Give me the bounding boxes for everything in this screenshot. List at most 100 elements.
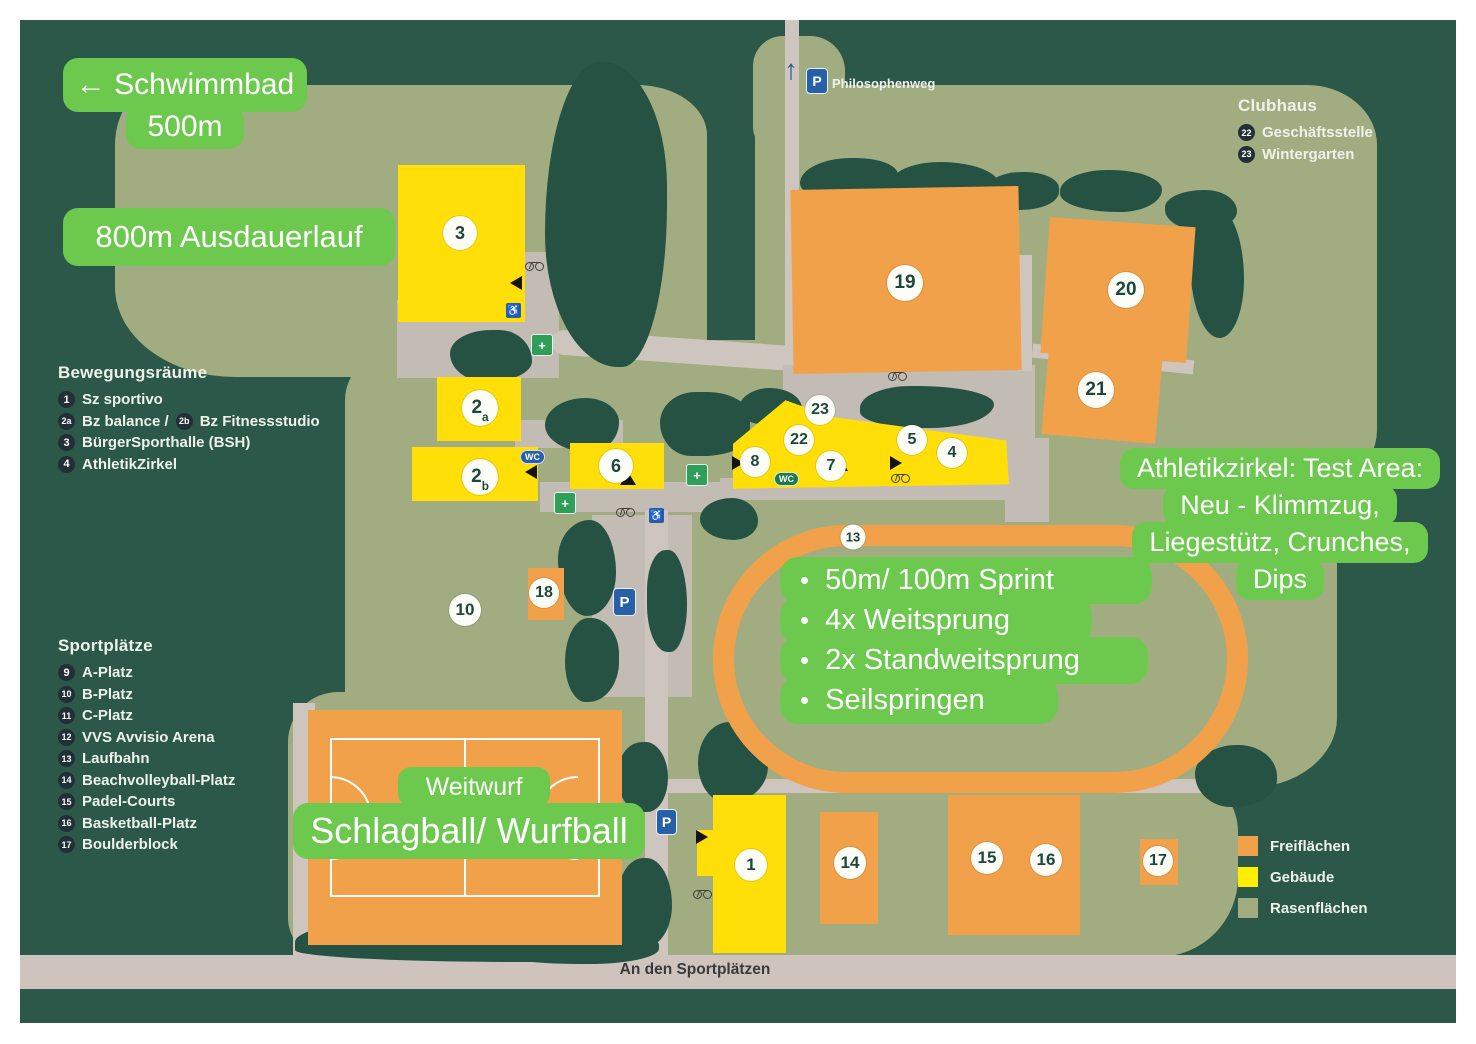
map-badge-10: 10 bbox=[449, 594, 481, 626]
tree-cluster bbox=[1190, 208, 1244, 338]
parking-icon-lot: P bbox=[613, 588, 636, 616]
list-item: 10 B-Platz bbox=[58, 685, 235, 703]
list-item-label: Beachvolleyball-Platz bbox=[82, 771, 236, 789]
map-badge-4: 4 bbox=[937, 438, 967, 468]
legend-swatch bbox=[1238, 836, 1258, 856]
list-item-label: Boulderblock bbox=[82, 836, 178, 853]
list-item-badge: 15 bbox=[58, 793, 75, 810]
legend-item: Gebäude bbox=[1238, 867, 1368, 887]
sprint-list-text: Seilspringen bbox=[825, 684, 985, 716]
list-item-badge: 2a bbox=[58, 412, 75, 430]
list-item: 13 Laufbahn bbox=[58, 750, 235, 767]
entrance-marker bbox=[510, 276, 522, 290]
parking-icon-south: P bbox=[656, 809, 677, 835]
bicycle-icon bbox=[616, 506, 635, 517]
assembly-point-icon: + bbox=[554, 492, 576, 514]
list-title: Sportplätze bbox=[58, 636, 153, 655]
list-title: Bewegungsräume bbox=[58, 363, 208, 382]
athletik-line: Athletikzirkel: Test Area: bbox=[1119, 448, 1441, 489]
list-item-badge: 14 bbox=[58, 771, 75, 789]
sports-facility-map: ↑ P Philosophenweg P P WC WC ♿ ♿ + + + 3… bbox=[20, 20, 1456, 1023]
list-item: 12 VVS Avvisio Arena bbox=[58, 728, 235, 746]
plaza-right-of-band bbox=[1005, 438, 1049, 522]
legend-swatch bbox=[1238, 867, 1258, 887]
list-item-label: Wintergarten bbox=[1262, 145, 1355, 163]
tree-cluster bbox=[700, 498, 758, 540]
tree-cluster bbox=[647, 550, 687, 652]
list-item-label: AthletikZirkel bbox=[82, 455, 178, 473]
bubble-schwimmbad: ← Schwimmbad 500m bbox=[63, 58, 307, 149]
bullet: • bbox=[800, 685, 810, 715]
map-badge-23: 23 bbox=[805, 395, 835, 425]
sprint-list-text: 2x Standweitsprung bbox=[825, 644, 1080, 676]
map-badge-17: 17 bbox=[1143, 846, 1173, 876]
legend-swatch bbox=[1238, 898, 1258, 918]
list-item-badge: 2b bbox=[175, 412, 193, 430]
map-badge-1: 1 bbox=[735, 849, 767, 881]
tree-cluster bbox=[618, 742, 668, 812]
map-badge-7: 7 bbox=[816, 451, 846, 481]
tree-cluster bbox=[558, 520, 616, 616]
entrance-marker bbox=[890, 456, 902, 470]
path-between-19-20 bbox=[1018, 255, 1032, 371]
list-item-label: Padel-Courts bbox=[82, 793, 176, 810]
bicycle-icon bbox=[888, 370, 907, 381]
bubble-athletikzirkel: Athletikzirkel: Test Area:Neu - Klimmzug… bbox=[1105, 448, 1455, 600]
athletik-line: Dips bbox=[1235, 559, 1324, 600]
list-item-badge: 4 bbox=[58, 455, 75, 473]
wheelchair-icon: ♿ bbox=[506, 303, 521, 318]
sprint-list-text: 50m/ 100m Sprint bbox=[825, 564, 1054, 596]
road-an-den-sportplaetzen bbox=[20, 955, 1456, 989]
entrance-marker bbox=[525, 465, 537, 479]
entrance-marker bbox=[696, 830, 708, 844]
assembly-point-icon: + bbox=[686, 464, 708, 486]
list-item-badge: 12 bbox=[58, 728, 75, 746]
list-item-label: BürgerSporthalle (BSH) bbox=[82, 434, 251, 451]
list-item-badge: 1 bbox=[58, 391, 75, 408]
map-badge-6: 6 bbox=[599, 449, 633, 483]
map-badge-16: 16 bbox=[1030, 844, 1062, 876]
legend-label: Freiflächen bbox=[1270, 837, 1351, 855]
map-badge-3: 3 bbox=[443, 216, 477, 250]
list-item: 15 Padel-Courts bbox=[58, 793, 235, 810]
tree-cluster bbox=[1060, 170, 1162, 212]
bubble-sprint-list: •50m/ 100m Sprint•4x Weitsprung•2x Stand… bbox=[780, 557, 1152, 724]
tree-cluster bbox=[860, 386, 994, 428]
wc-icon-north: WC bbox=[520, 450, 545, 464]
list-item-badge: 13 bbox=[58, 750, 75, 767]
wheelchair-icon: ♿ bbox=[649, 508, 664, 523]
legend-label: Rasenflächen bbox=[1270, 899, 1368, 917]
map-badge-19: 19 bbox=[887, 265, 923, 301]
legend-item: Rasenflächen bbox=[1238, 898, 1368, 918]
list-item-label: B-Platz bbox=[82, 685, 133, 703]
parking-icon-philosophenweg: P bbox=[806, 68, 828, 94]
list-item-label: VVS Avvisio Arena bbox=[82, 728, 215, 746]
bicycle-icon bbox=[891, 472, 910, 483]
tree-cluster bbox=[1195, 745, 1277, 807]
map-badge-18: 18 bbox=[529, 578, 559, 608]
map-badge-5: 5 bbox=[897, 425, 927, 455]
athletik-line: Neu - Klimmzug, bbox=[1163, 485, 1397, 526]
map-badge-15: 15 bbox=[971, 842, 1003, 874]
bubble-schwimmbad-line2: 500m bbox=[126, 105, 244, 149]
list-item: 14 Beachvolleyball-Platz bbox=[58, 771, 236, 789]
list-item-label: Basketball-Platz bbox=[82, 814, 198, 832]
list-item-label: Geschäftsstelle bbox=[1262, 124, 1373, 141]
assembly-point-icon: + bbox=[531, 334, 553, 356]
list-item-label: Laufbahn bbox=[82, 750, 150, 767]
list-item-badge: 10 bbox=[58, 685, 75, 703]
map-badge-8: 8 bbox=[740, 447, 770, 477]
bullet: • bbox=[800, 565, 810, 595]
list-item-label: Bz balance / bbox=[82, 412, 169, 430]
list-item-badge: 9 bbox=[58, 664, 75, 681]
tree-cluster bbox=[450, 330, 532, 382]
bubble-ausdauerlauf: 800m Ausdauerlauf bbox=[63, 208, 395, 266]
tree-cluster bbox=[545, 62, 667, 367]
